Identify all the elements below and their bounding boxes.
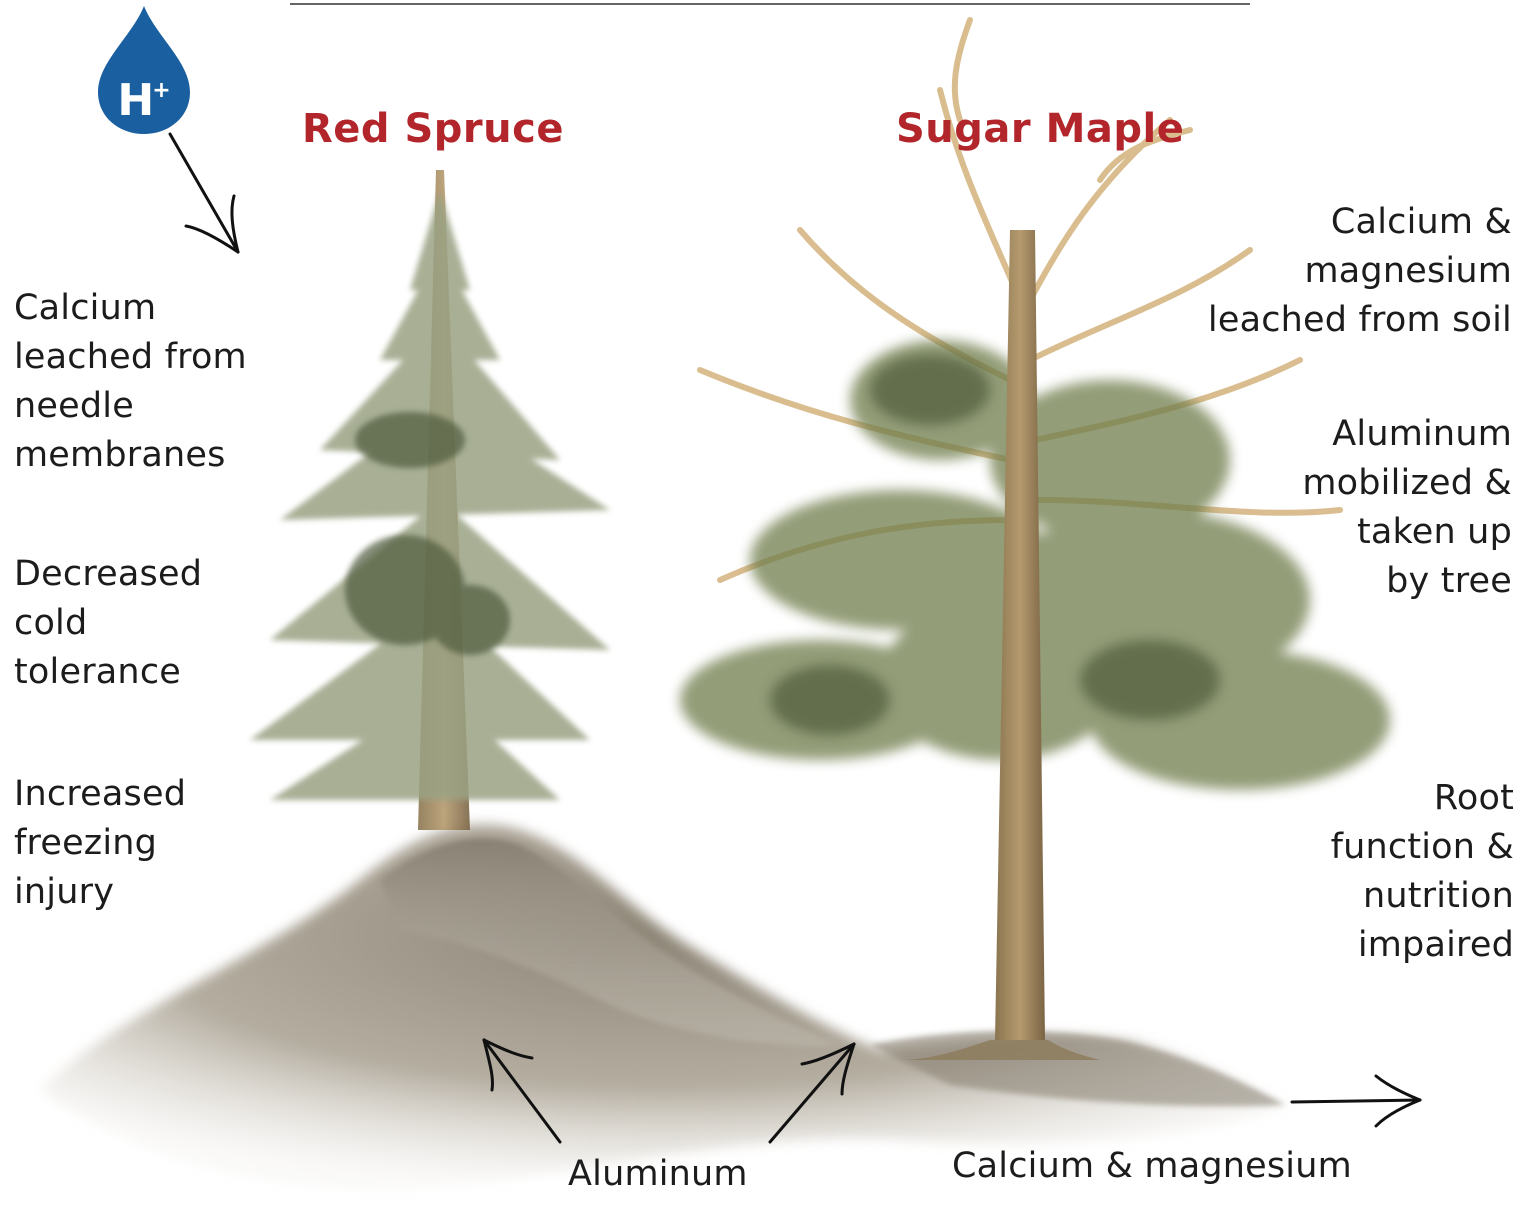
label-increased-freezing-injury: Increased freezing injury — [14, 770, 314, 917]
h-symbol: H — [117, 75, 154, 126]
label-calcium-leached-needles: Calcium leached from needle membranes — [14, 284, 314, 480]
label-decreased-cold-tolerance: Decreased cold tolerance — [14, 550, 314, 697]
arrow-drop-to-tree — [170, 134, 238, 252]
title-sugar-maple: Sugar Maple — [896, 106, 1184, 152]
label-aluminum: Aluminum — [568, 1150, 828, 1199]
label-calcium-magnesium: Calcium & magnesium — [952, 1142, 1412, 1191]
h-charge: + — [152, 78, 170, 103]
label-root-function-impaired: Root function & nutrition impaired — [1254, 774, 1514, 970]
red-spruce-tree — [250, 170, 610, 830]
arrow-ca-mg-out — [1292, 1076, 1420, 1126]
title-red-spruce: Red Spruce — [302, 106, 564, 152]
label-ca-mg-leached-soil: Calcium & magnesium leached from soil — [1172, 198, 1512, 345]
label-aluminum-mobilized: Aluminum mobilized & taken up by tree — [1212, 410, 1512, 606]
h-ion-symbol: H+ — [112, 66, 176, 116]
